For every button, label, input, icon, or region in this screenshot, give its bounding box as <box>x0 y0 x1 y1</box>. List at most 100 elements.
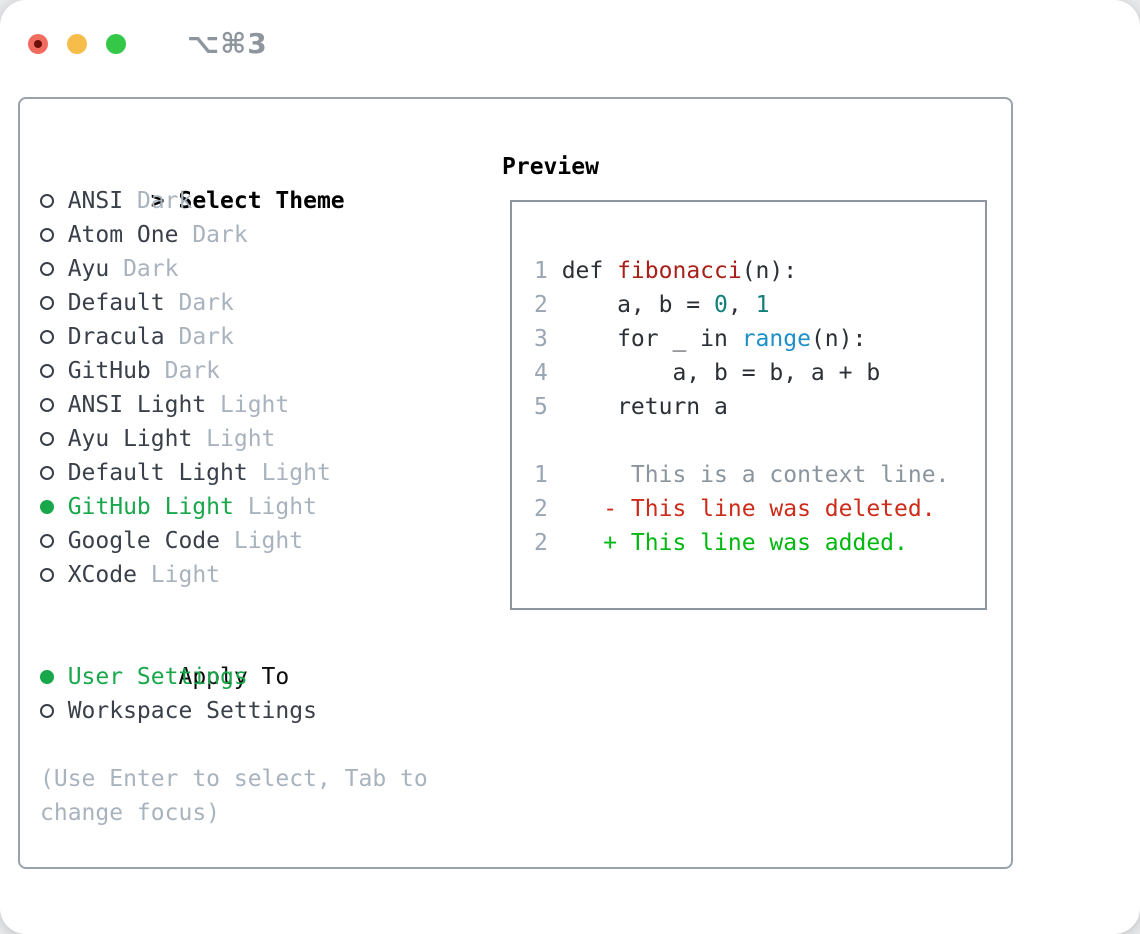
theme-option-github-light-light[interactable]: GitHub Light Light <box>40 490 428 524</box>
diff-line: 2 - This line was deleted. <box>534 492 949 526</box>
line-number: 4 <box>534 360 548 386</box>
preview-title: Preview <box>502 154 599 180</box>
theme-variant: Light <box>206 426 276 452</box>
apply-option-label: User Settings <box>67 664 248 690</box>
spacer-row <box>40 728 428 762</box>
theme-option-ayu-light-light[interactable]: Ayu Light Light <box>40 422 428 456</box>
radio-icon <box>40 704 54 718</box>
hint-line: (Use Enter to select, Tab to <box>40 766 428 792</box>
apply-option-workspace-settings[interactable]: Workspace Settings <box>40 694 428 728</box>
token-ctx: This is a context line. <box>561 462 950 488</box>
radio-icon <box>40 466 54 480</box>
radio-icon <box>40 296 54 310</box>
line-number: 2 <box>534 496 548 522</box>
token-code: , <box>727 292 756 318</box>
code-line: 2 a, b = 0, 1 <box>534 288 949 322</box>
radio-icon <box>40 398 54 412</box>
radio-icon <box>40 262 54 276</box>
select-theme-label: Select Theme <box>178 188 345 214</box>
zoom-button[interactable] <box>106 33 126 54</box>
apply-option-label: Workspace Settings <box>67 698 317 724</box>
apply-option-user-settings[interactable]: User Settings <box>40 660 428 694</box>
theme-name: Atom One <box>67 222 193 248</box>
theme-name: ANSI <box>67 188 137 214</box>
code-line: 3 for _ in range(n): <box>534 322 949 356</box>
theme-option-default-dark[interactable]: Default Dark <box>40 286 428 320</box>
diff-line: 2 + This line was added. <box>534 526 949 560</box>
token-code: return a <box>561 394 728 420</box>
radio-icon <box>40 432 54 446</box>
apply-to-label: Apply To <box>178 664 290 690</box>
radio-icon <box>40 194 54 208</box>
radio-icon <box>40 364 54 378</box>
theme-variant: Dark <box>178 290 234 316</box>
line-number: 5 <box>534 394 548 420</box>
theme-variant: Light <box>220 392 290 418</box>
token-code: a, b = b, a + b <box>561 360 881 386</box>
theme-name: GitHub <box>67 358 165 384</box>
token-num: 1 <box>755 292 770 318</box>
theme-name: Dracula <box>67 324 179 350</box>
code-line: 5 return a <box>534 390 949 424</box>
radio-icon <box>40 330 54 344</box>
diff-line: 1 This is a context line. <box>534 458 949 492</box>
line-number: 1 <box>534 462 548 488</box>
selection-caret-icon: > <box>150 188 165 214</box>
radio-icon <box>40 534 54 548</box>
code-line: 4 a, b = b, a + b <box>534 356 949 390</box>
minimize-button[interactable] <box>67 33 87 54</box>
token-code: (n): <box>741 258 798 284</box>
theme-variant: Light <box>261 460 331 486</box>
theme-variant: Dark <box>178 324 234 350</box>
line-number: 2 <box>534 292 548 318</box>
line-number: 2 <box>534 530 548 556</box>
token-num: 0 <box>714 292 728 318</box>
radio-selected-icon <box>40 500 54 514</box>
token-code: def <box>561 258 618 284</box>
radio-icon <box>40 568 54 582</box>
title-bar: ⌥⌘3 <box>28 27 268 60</box>
theme-option-atom-one-dark[interactable]: Atom One Dark <box>40 218 428 252</box>
window-title: ⌥⌘3 <box>187 27 268 60</box>
theme-variant: Dark <box>192 222 248 248</box>
theme-variant: Light <box>247 494 317 520</box>
select-theme-header: > Select Theme <box>40 150 428 214</box>
spacer-row <box>40 592 428 626</box>
theme-option-default-light-light[interactable]: Default Light Light <box>40 456 428 490</box>
token-code: (n): <box>810 326 867 352</box>
theme-name: Default Light <box>67 460 262 486</box>
token-builtin: range <box>741 326 811 352</box>
theme-variant: Light <box>233 528 304 554</box>
theme-variant: Light <box>150 562 221 588</box>
theme-option-github-dark[interactable]: GitHub Dark <box>40 354 428 388</box>
theme-option-ayu-dark[interactable]: Ayu Dark <box>40 252 428 286</box>
theme-option-ansi-dark[interactable]: ANSI Dark <box>40 184 428 218</box>
code-line <box>534 424 949 458</box>
theme-option-google-code-light[interactable]: Google Code Light <box>40 524 428 558</box>
theme-name: Ayu <box>67 256 124 282</box>
theme-name: GitHub Light <box>67 494 248 520</box>
radio-icon <box>40 228 54 242</box>
theme-name: XCode <box>67 562 151 588</box>
theme-variant: Dark <box>123 256 179 282</box>
theme-variant: Dark <box>164 358 221 384</box>
hint-line: change focus) <box>40 800 221 826</box>
token-code: a, b = <box>561 292 715 318</box>
theme-variant: Dark <box>136 188 193 214</box>
theme-option-dracula-dark[interactable]: Dracula Dark <box>40 320 428 354</box>
theme-option-xcode-light[interactable]: XCode Light <box>40 558 428 592</box>
radio-selected-icon <box>40 670 54 684</box>
theme-option-ansi-light-light[interactable]: ANSI Light Light <box>40 388 428 422</box>
token-func: fibonacci <box>617 258 742 284</box>
token-del: - This line was deleted. <box>561 496 936 522</box>
close-button[interactable] <box>28 33 48 54</box>
line-number: 3 <box>534 326 548 352</box>
theme-name: Ayu Light <box>67 426 207 452</box>
token-code: for _ in <box>561 326 742 352</box>
theme-name: Google Code <box>67 528 234 554</box>
